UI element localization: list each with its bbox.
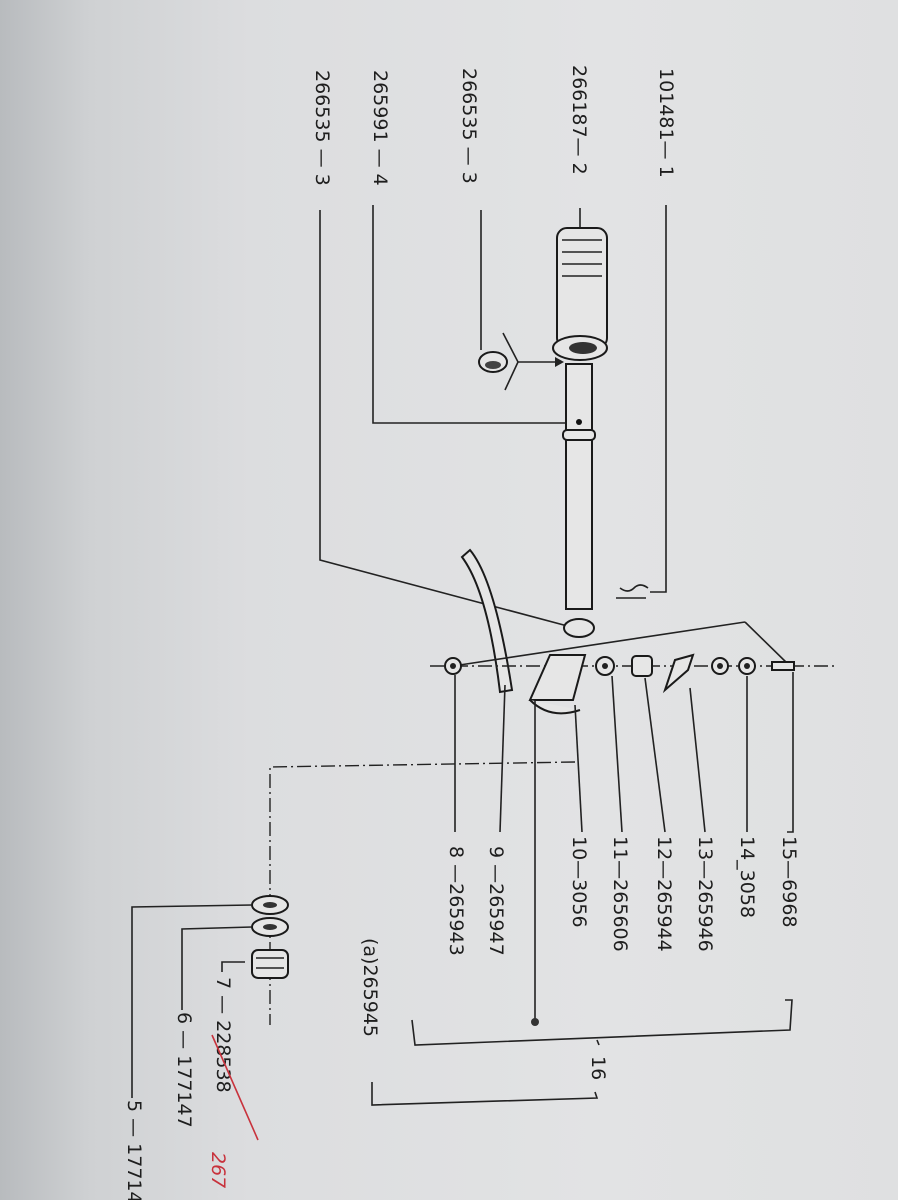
leader-15 xyxy=(452,621,746,667)
callout-7: 7 — 228538 xyxy=(212,977,234,1093)
callout-4: 265991 — 4 xyxy=(369,70,391,186)
assembly-label: (a)265945 xyxy=(359,938,381,1037)
tube xyxy=(562,363,596,638)
callout-9: 9 —265947 xyxy=(485,846,507,956)
callout-5: 5 — 177148 xyxy=(123,1100,145,1200)
leader-lines-right xyxy=(454,672,794,1026)
handwritten-correction: 267 xyxy=(207,1152,229,1188)
callout-1: 101481— 1 xyxy=(655,68,677,178)
callout-8: 8 —265943 xyxy=(445,846,467,956)
callout-3b: 266535 — 3 xyxy=(311,70,333,186)
callout-6: 6 — 177147 xyxy=(173,1012,195,1128)
group-item-16: 16 xyxy=(587,1056,609,1080)
strike-through xyxy=(211,1034,259,1141)
callout-10: 10—3056 xyxy=(568,836,590,928)
callout-12: 12—265944 xyxy=(653,836,675,952)
link-line xyxy=(269,761,576,1025)
lower-hardware xyxy=(131,895,289,1098)
callout-15: 15—6968 xyxy=(778,836,800,928)
hardware-parts xyxy=(444,653,795,715)
callout-14: 14_3058 xyxy=(736,836,758,918)
callout-11: 11—265606 xyxy=(609,836,631,952)
callout-3a: 266535 — 3 xyxy=(458,68,480,184)
callout-2: 266187— 2 xyxy=(568,65,590,175)
cap-3 xyxy=(478,332,564,391)
leader-lines-left xyxy=(319,205,667,629)
group-brackets xyxy=(371,999,793,1106)
handle-grip xyxy=(552,227,608,361)
lever-arm xyxy=(460,548,514,694)
callout-13: 13—265946 xyxy=(694,836,716,952)
